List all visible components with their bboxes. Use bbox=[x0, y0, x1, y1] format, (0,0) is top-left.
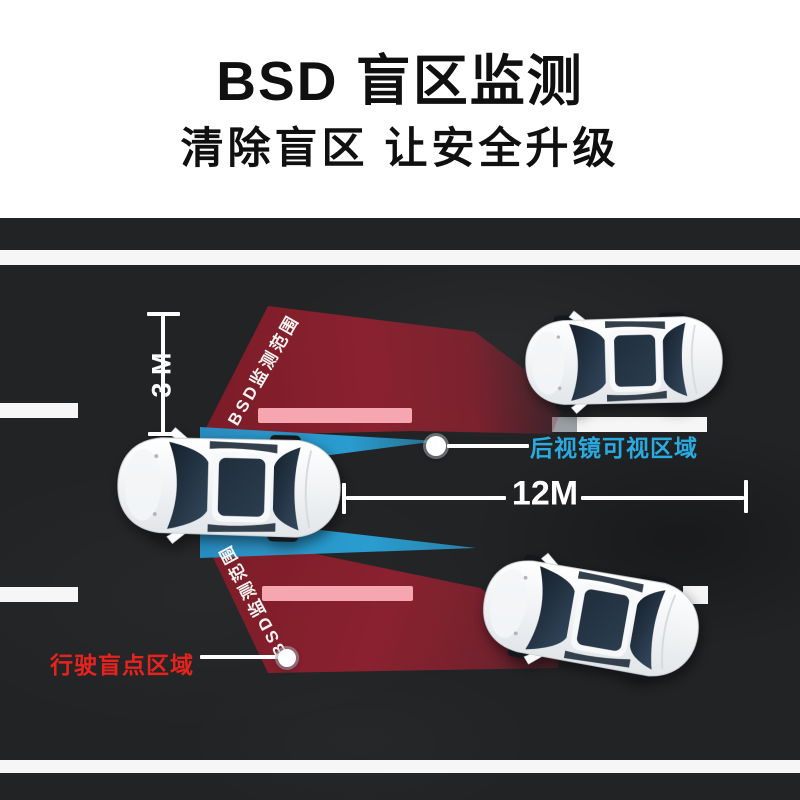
longitudinal-measure-line-left bbox=[346, 496, 506, 500]
blind-spot-callout-dot bbox=[278, 649, 296, 667]
mirror-zone-callout-line bbox=[447, 444, 529, 448]
page-subtitle: 清除盲区 让安全升级 bbox=[180, 125, 620, 173]
lane-dash-upper-right bbox=[577, 417, 707, 432]
blind-spot-callout-line bbox=[200, 655, 280, 659]
lateral-distance-label: 3 M bbox=[146, 352, 177, 398]
road-edge-line-bottom bbox=[0, 760, 800, 773]
lane-dash-lower-left bbox=[0, 587, 78, 602]
lane-dash-upper-left bbox=[0, 403, 78, 418]
longitudinal-distance-label: 12M bbox=[511, 474, 579, 513]
blind-spot-label: 行驶盲点区域 bbox=[50, 652, 194, 678]
page-title: BSD 盲区监测 bbox=[216, 50, 584, 112]
road-edge-line-top bbox=[0, 250, 800, 265]
mirror-zone-label: 后视镜可视区域 bbox=[530, 435, 698, 461]
longitudinal-measure-line-right bbox=[581, 496, 744, 500]
longitudinal-measure-tick-left bbox=[342, 483, 346, 514]
road bbox=[0, 218, 800, 800]
lane-dash-lower-right bbox=[683, 586, 708, 604]
lateral-measure-cap-bottom bbox=[148, 432, 181, 436]
longitudinal-measure-tick-right bbox=[744, 480, 748, 513]
lateral-measure-line bbox=[161, 312, 165, 436]
mirror-zone-callout-dot bbox=[426, 436, 446, 456]
